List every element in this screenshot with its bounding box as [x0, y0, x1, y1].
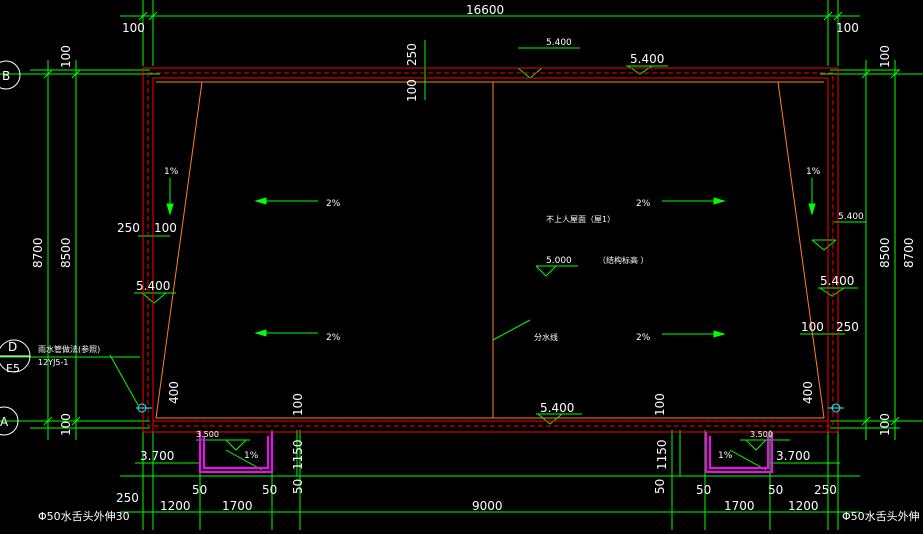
dim-bottom-250-right: 250 — [814, 483, 837, 497]
dim-bottom-1200-left: 1200 — [160, 499, 191, 513]
ridge-label: 分水线 — [534, 332, 558, 342]
dimension-texts: 16600 100 100 250 100 100 8700 8500 100 … — [31, 3, 916, 513]
dim-left-top-100: 100 — [59, 45, 73, 68]
dim-left-100: 100 — [154, 221, 177, 235]
drain-code: 12YJ5-1 — [38, 358, 69, 367]
dim-left-50-b: 50 — [262, 483, 277, 497]
axis-a: A — [0, 415, 9, 429]
dim-bottom-1200-right: 1200 — [788, 499, 819, 513]
slope-left-1pct: 1% — [164, 167, 179, 177]
elev-right-canopy-small: 3.500 — [750, 430, 773, 439]
dim-left-50-a: 50 — [192, 483, 207, 497]
drain-note: 雨水管做法(参照) — [38, 344, 100, 354]
slope-upper-right: 2% — [636, 199, 651, 209]
dim-left-8500: 8500 — [59, 237, 73, 268]
elev-right-large: 5.400 — [820, 274, 854, 288]
slope-lower-left: 2% — [326, 333, 341, 343]
elev-bottom: 5.400 — [540, 401, 574, 415]
dim-bottom-9000: 9000 — [472, 499, 503, 513]
dim-right-50-a: 50 — [653, 479, 667, 494]
elev-top-small: 5.400 — [546, 38, 572, 48]
axis-d: D — [8, 340, 17, 354]
slope-lines — [155, 81, 825, 419]
slope-upper-left: 2% — [326, 199, 341, 209]
dim-parapet-100: 100 — [405, 79, 419, 102]
dim-left-400: 400 — [167, 381, 181, 404]
dim-right-250: 250 — [836, 320, 859, 334]
slope-texts: 1% 1% 2% 2% 2% 2% 1% 1% — [164, 167, 821, 461]
drain-right[interactable] — [828, 403, 844, 413]
parapet-outline — [142, 67, 839, 433]
dim-left-250: 250 — [117, 221, 140, 235]
structure-elev-label: （结构标高 ） — [598, 255, 649, 265]
axis-e5: E5 — [6, 362, 20, 375]
elev-top-large: 5.400 — [630, 52, 664, 66]
dim-right-50-c: 50 — [768, 483, 783, 497]
axis-bubbles — [0, 60, 31, 436]
dim-bottom-250-left: 250 — [116, 491, 139, 505]
dim-right-bottom-100: 100 — [878, 413, 892, 436]
elev-left: 5.400 — [136, 279, 170, 293]
elev-left-canopy-small: 3.500 — [196, 430, 219, 439]
dim-right-8700: 8700 — [902, 237, 916, 268]
axis-texts: B D E5 A — [0, 69, 20, 429]
elev-right-small: 5.400 — [838, 212, 864, 222]
parapet-dashed — [147, 72, 834, 427]
pipe-left-note: Φ50水舌头外伸30 — [38, 510, 130, 523]
dim-right-1150: 1150 — [655, 439, 669, 470]
dim-overall-width: 16600 — [466, 3, 504, 17]
dim-right-100: 100 — [801, 320, 824, 334]
dim-top-right: 100 — [836, 21, 859, 35]
elevation-texts: 5.400 5.400 5.400 5.400 5.400 5.400 5.00… — [136, 38, 864, 463]
dim-bottom-100-left: 100 — [291, 393, 305, 416]
dim-left-50-c: 50 — [291, 479, 305, 494]
dim-left-1150: 1150 — [291, 439, 305, 470]
dim-bottom-1700-left: 1700 — [222, 499, 253, 513]
dim-right-400: 400 — [801, 381, 815, 404]
elev-right-canopy: 3.700 — [776, 449, 810, 463]
slope-lower-right: 2% — [636, 333, 651, 343]
dim-right-50-b: 50 — [696, 483, 711, 497]
drain-left[interactable] — [109, 354, 152, 413]
dim-left-bottom-100: 100 — [59, 413, 73, 436]
dim-left-8700: 8700 — [31, 237, 45, 268]
roof-type-label: 不上人屋面（屋1） — [546, 215, 615, 224]
canopy-gutters — [199, 432, 773, 473]
axis-b: B — [2, 69, 10, 83]
dim-right-top-100: 100 — [878, 45, 892, 68]
dim-bottom-1700-right: 1700 — [724, 499, 755, 513]
dim-right-8500: 8500 — [878, 237, 892, 268]
elev-left-canopy: 3.700 — [140, 449, 174, 463]
dim-top-left: 100 — [122, 21, 145, 35]
dim-parapet-250: 250 — [405, 43, 419, 66]
slope-canopy-left: 1% — [244, 451, 259, 461]
elev-center: 5.000 — [546, 256, 572, 266]
dim-bottom-100-right: 100 — [653, 393, 667, 416]
slope-right-1pct: 1% — [806, 167, 821, 177]
slope-canopy-right: 1% — [718, 451, 733, 461]
pipe-right-note: Φ50水舌头外伸 — [842, 510, 920, 523]
slope-arrows — [166, 178, 816, 471]
note-texts: 不上人屋面（屋1） （结构标高 ） 分水线 雨水管做法(参照) 12YJ5-1 … — [38, 215, 920, 523]
